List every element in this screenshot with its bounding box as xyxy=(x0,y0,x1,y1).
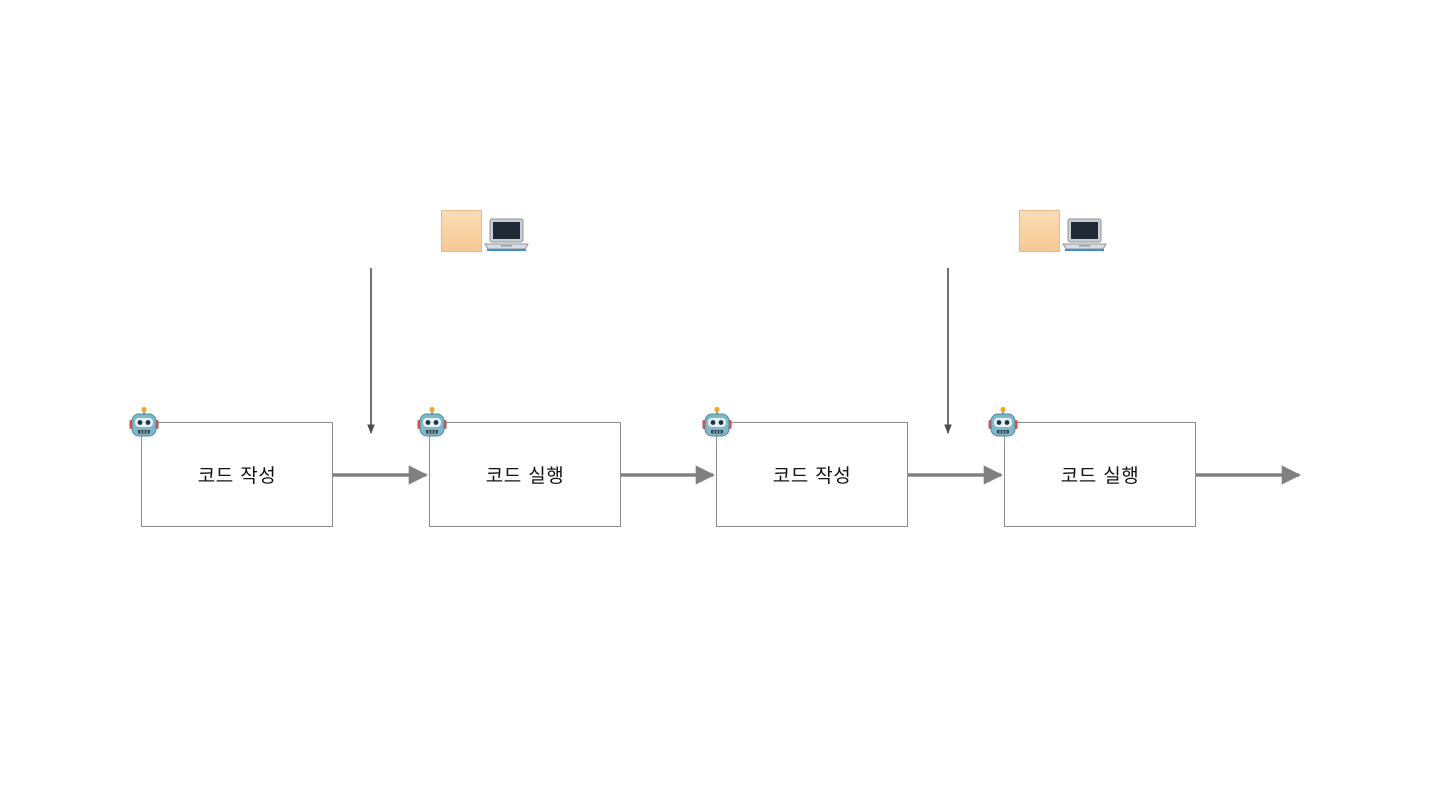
laptop-icon xyxy=(484,218,529,251)
robot-icon xyxy=(417,406,447,437)
robot-icon xyxy=(988,406,1018,437)
step-box-write-code-2: 코드 작성 xyxy=(716,422,908,527)
step-box-run-code-2: 코드 실행 xyxy=(1004,422,1196,527)
step-label: 코드 작성 xyxy=(772,465,852,487)
human-input-2 xyxy=(1019,210,1109,254)
step-box-run-code-1: 코드 실행 xyxy=(429,422,621,527)
robot-icon xyxy=(129,406,159,437)
step-label: 코드 작성 xyxy=(197,465,277,487)
step-label: 코드 실행 xyxy=(1060,465,1140,487)
laptop-icon xyxy=(1062,218,1107,251)
robot-icon xyxy=(702,406,732,437)
user-avatar xyxy=(1019,210,1060,252)
user-avatar xyxy=(441,210,482,252)
human-input-1 xyxy=(441,210,531,254)
step-label: 코드 실행 xyxy=(485,465,565,487)
step-box-write-code-1: 코드 작성 xyxy=(141,422,333,527)
